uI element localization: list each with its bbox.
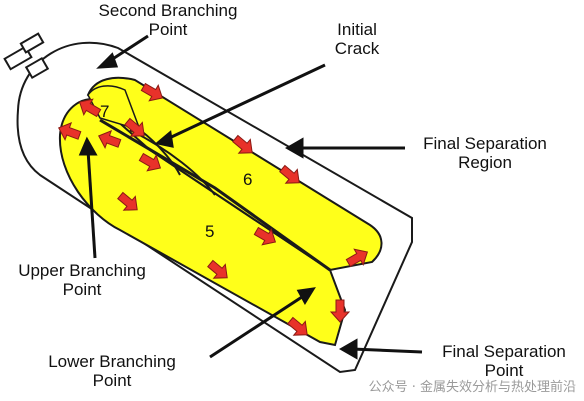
region-number-7: 7 — [100, 102, 110, 121]
red-arrow-icon — [329, 299, 351, 323]
leader-initial-crack — [164, 63, 326, 142]
red-arrow-icon — [140, 82, 164, 102]
red-arrow-icon — [78, 98, 102, 118]
label-second-branching-point: Second Branching Point — [88, 1, 248, 39]
leader-lower-branching-arrowhead — [296, 287, 316, 305]
red-arrow-icon — [207, 259, 228, 279]
label-initial-crack: Initial Crack — [322, 20, 392, 58]
red-arrow-icon — [345, 248, 369, 268]
leader-final-separation-point-arrowhead — [338, 338, 358, 360]
crack-propagation-arrows — [58, 82, 369, 336]
label-lower-branching-line1: Lower Branching — [48, 352, 176, 371]
red-arrow-icon — [98, 129, 122, 149]
leader-lower-branching — [209, 293, 306, 359]
label-final-separation-region: Final Separation Region — [405, 134, 565, 172]
fragment-small-region-7 — [87, 85, 142, 132]
leader-upper-branching-arrowhead — [78, 136, 98, 156]
fragment-lower-region-5 — [58, 98, 347, 347]
label-upper-branching-line1: Upper Branching — [18, 261, 146, 280]
red-arrow-icon — [253, 226, 277, 246]
leader-final-separation-point — [351, 347, 423, 354]
label-second-branching-line2: Point — [148, 20, 188, 39]
leader-initial-crack-arrowhead — [154, 130, 174, 148]
label-final-separation-point-line1: Final Separation — [442, 342, 566, 361]
label-upper-branching-point: Upper Branching Point — [0, 261, 164, 299]
leader-second-branching-arrowhead — [96, 52, 119, 69]
red-arrow-icon — [117, 191, 138, 211]
red-arrow-icon — [58, 121, 82, 141]
red-arrow-icon — [124, 117, 145, 137]
label-final-separation-region-line1: Final Separation — [423, 134, 547, 153]
leader-upper-branching — [86, 149, 97, 259]
leader-lines — [78, 34, 423, 360]
region-number-5: 5 — [205, 222, 215, 241]
red-arrow-icon — [232, 134, 253, 154]
region-number-6: 6 — [243, 170, 253, 189]
red-arrow-icon — [138, 152, 162, 172]
label-final-separation-point: Final Separation Point — [425, 342, 583, 380]
label-lower-branching-point: Lower Branching Point — [30, 352, 194, 390]
crack-line-branch — [139, 129, 181, 176]
label-final-separation-region-line2: Region — [458, 153, 512, 172]
red-arrow-icon — [279, 164, 300, 184]
fragment-upper-region-6 — [86, 76, 383, 272]
red-arrow-icon — [287, 316, 308, 336]
label-final-separation-point-line2: Point — [484, 361, 524, 380]
leader-second-branching — [107, 34, 149, 64]
label-second-branching-line1: Second Branching — [98, 1, 238, 20]
leader-final-separation-region-arrowhead — [284, 137, 304, 159]
label-lower-branching-line2: Point — [92, 371, 132, 390]
crack-line-main — [99, 118, 331, 272]
crack-line-initial — [129, 129, 216, 196]
watermark-text: 公众号 · 金属失效分析与热处理前沿 — [368, 380, 576, 395]
label-initial-crack-line2: Crack — [334, 39, 380, 58]
valve-icon — [3, 32, 50, 80]
label-upper-branching-line2: Point — [62, 280, 102, 299]
label-initial-crack-line1: Initial — [337, 20, 377, 39]
